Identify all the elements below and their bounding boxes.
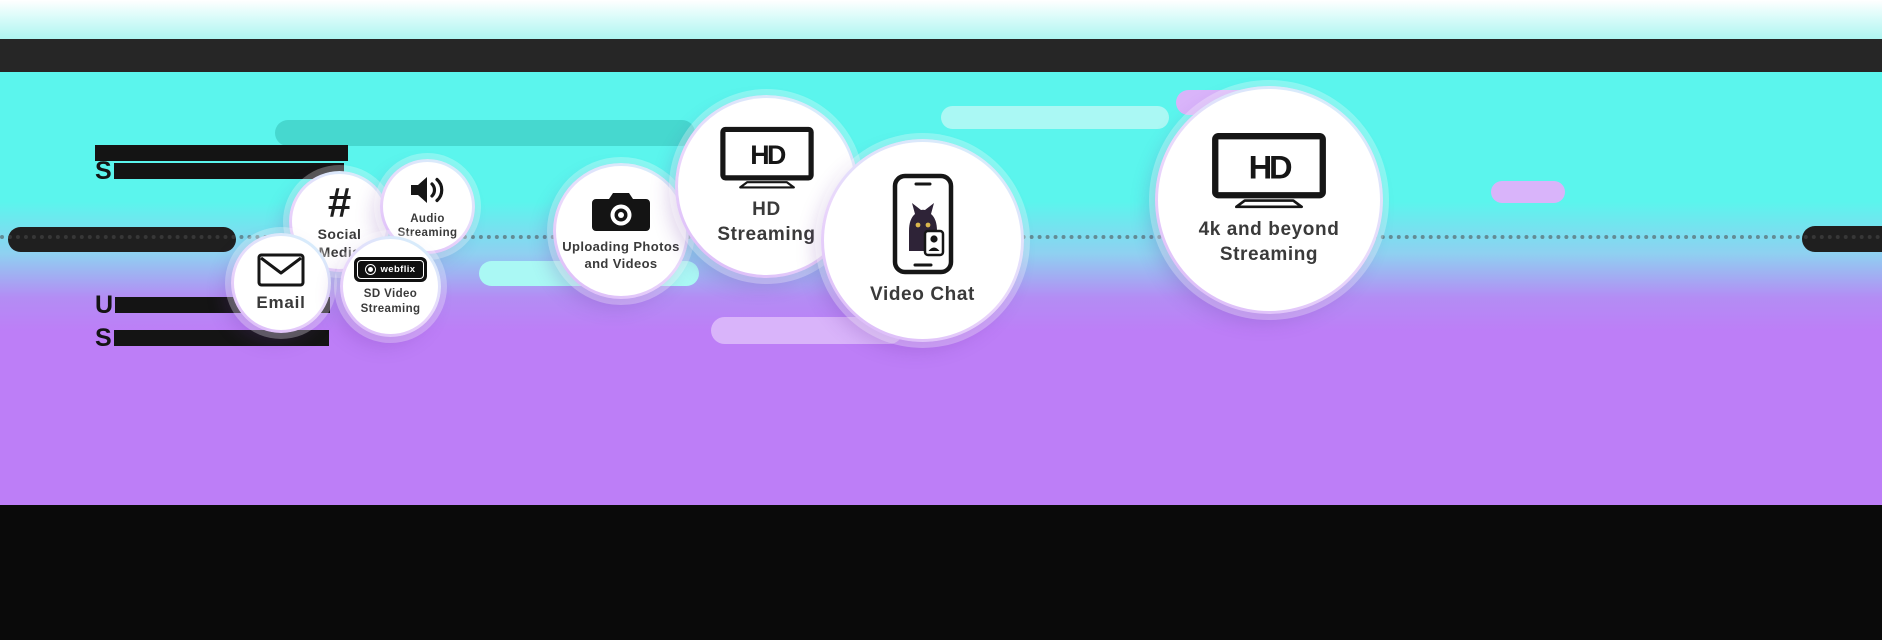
redacted-text-bar: S	[95, 324, 329, 352]
bubble-4k-streaming: HD 4k and beyond Streaming	[1155, 86, 1383, 314]
bubble-sd-video-streaming: webflix SD Video Streaming	[340, 236, 441, 337]
bubble-video-chat: Video Chat	[821, 139, 1024, 342]
envelope-icon	[257, 253, 305, 287]
bubble-email: Email	[231, 233, 331, 333]
speaker-icon	[410, 176, 443, 203]
top-highlight-strip	[0, 0, 1882, 39]
bubble-label: HD Streaming	[717, 198, 816, 245]
record-icon	[365, 264, 377, 276]
footer-bar	[0, 505, 1882, 640]
redacted-line-prefix: U	[95, 291, 114, 319]
bubble-label: 4k and beyond Streaming	[1198, 219, 1340, 265]
redacted-text-bar	[95, 145, 348, 161]
player-brand-text: webflix	[380, 264, 416, 276]
speed-pill-dark	[8, 227, 236, 252]
redacted-line-prefix: S	[95, 324, 112, 352]
bubble-uploading-photos: Uploading Photos and Videos	[553, 163, 689, 299]
hd-tv-icon: HD	[1212, 133, 1326, 209]
header-bar	[0, 39, 1882, 72]
redacted-text-bar: S	[95, 157, 344, 185]
speed-pill-dark	[1802, 226, 1882, 252]
phone-cat-icon	[892, 173, 953, 275]
bubble-label: Video Chat	[870, 284, 975, 306]
bubble-label: Uploading Photos and Videos	[562, 239, 680, 271]
hashtag-icon: #	[327, 179, 352, 226]
speed-pill	[275, 120, 695, 146]
hd-tv-icon: HD	[719, 126, 814, 189]
camera-icon	[592, 193, 650, 232]
speed-pill	[1491, 181, 1565, 203]
video-player-icon: webflix	[354, 257, 427, 283]
tv-hd-text: HD	[750, 140, 786, 170]
bubble-label: Audio Streaming	[397, 212, 458, 239]
speed-pill	[941, 106, 1169, 129]
bubble-hd-streaming: HD HD Streaming	[675, 95, 858, 278]
tv-hd-text: HD	[1249, 149, 1292, 186]
bubble-label: Email	[256, 292, 306, 312]
bubble-audio-streaming: Audio Streaming	[380, 159, 475, 254]
redacted-line-prefix: S	[95, 157, 112, 185]
bubble-label: SD Video Streaming	[360, 288, 421, 315]
